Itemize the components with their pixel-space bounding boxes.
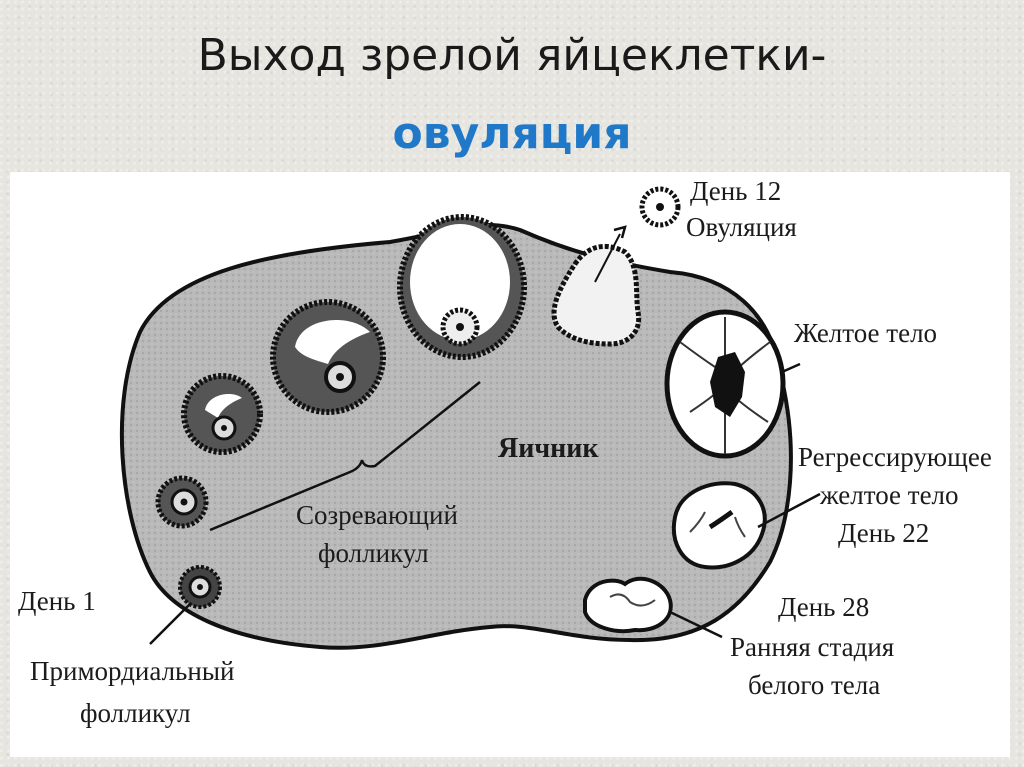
label-regressing-1: Регрессирующее: [798, 442, 992, 472]
label-primordial-2: фолликул: [80, 698, 191, 728]
label-day22: День 22: [838, 518, 929, 548]
pointer-corpus-luteum: [782, 364, 800, 372]
label-day28: День 28: [778, 592, 869, 622]
label-day12: День 12: [690, 176, 781, 206]
label-ovulation: Овуляция: [686, 212, 797, 242]
diagram-panel: День 12 Овуляция Желтое тело Регрессирую…: [10, 172, 1010, 757]
slide-title-highlight: овуляция: [0, 108, 1024, 159]
label-early-stage-2: белого тела: [748, 670, 880, 700]
ovulation-diagram: День 12 Овуляция Желтое тело Регрессирую…: [10, 172, 1010, 757]
label-ovary: Яичник: [498, 433, 599, 464]
label-maturing-2: фолликул: [318, 538, 429, 568]
pointer-primordial: [150, 604, 190, 644]
label-corpus-luteum: Желтое тело: [794, 318, 937, 348]
corpus-luteum-icon: [667, 312, 783, 456]
label-early-stage-1: Ранняя стадия: [730, 632, 894, 662]
label-primordial-1: Примордиальный: [30, 656, 234, 686]
secondary-follicle-medium-icon: [184, 376, 260, 452]
slide-title: Выход зрелой яйцеклетки-: [0, 30, 1024, 81]
label-maturing-1: Созревающий: [296, 500, 458, 530]
label-regressing-2: желтое тело: [819, 480, 959, 510]
corpus-albicans-icon: [585, 579, 671, 631]
label-day1: День 1: [18, 586, 96, 616]
